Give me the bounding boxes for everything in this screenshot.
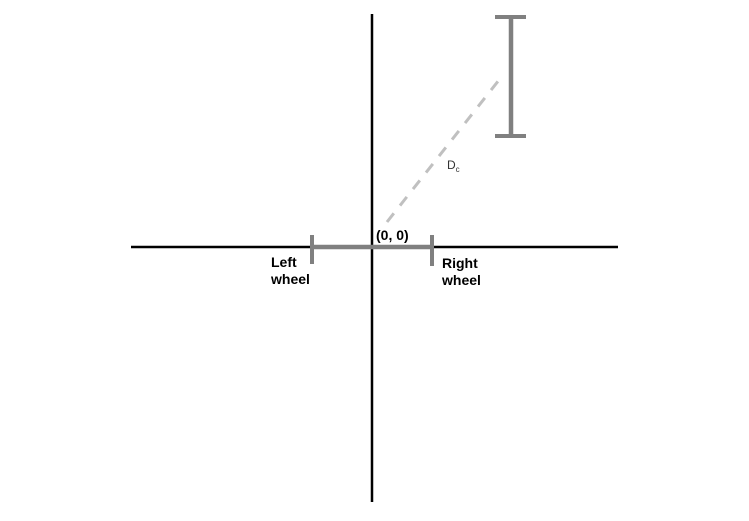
- left-wheel-label: Left wheel: [271, 254, 310, 288]
- distance-label-subscript: c: [455, 165, 460, 174]
- right-wheel-label-line2: wheel: [442, 272, 481, 288]
- wheelbase: [310, 235, 434, 266]
- distance-label-main: D: [447, 158, 456, 172]
- distance-label: Dc: [447, 158, 460, 174]
- left-wheel-label-line2: wheel: [271, 271, 310, 287]
- distance-dashed-line: [385, 79, 501, 223]
- origin-label-text: (0, 0): [376, 227, 409, 243]
- origin-label: (0, 0): [376, 227, 409, 244]
- left-wheel-label-line1: Left: [271, 254, 297, 270]
- target-marker: [495, 15, 526, 138]
- right-wheel-label: Right wheel: [442, 255, 481, 289]
- right-wheel-label-line1: Right: [442, 255, 478, 271]
